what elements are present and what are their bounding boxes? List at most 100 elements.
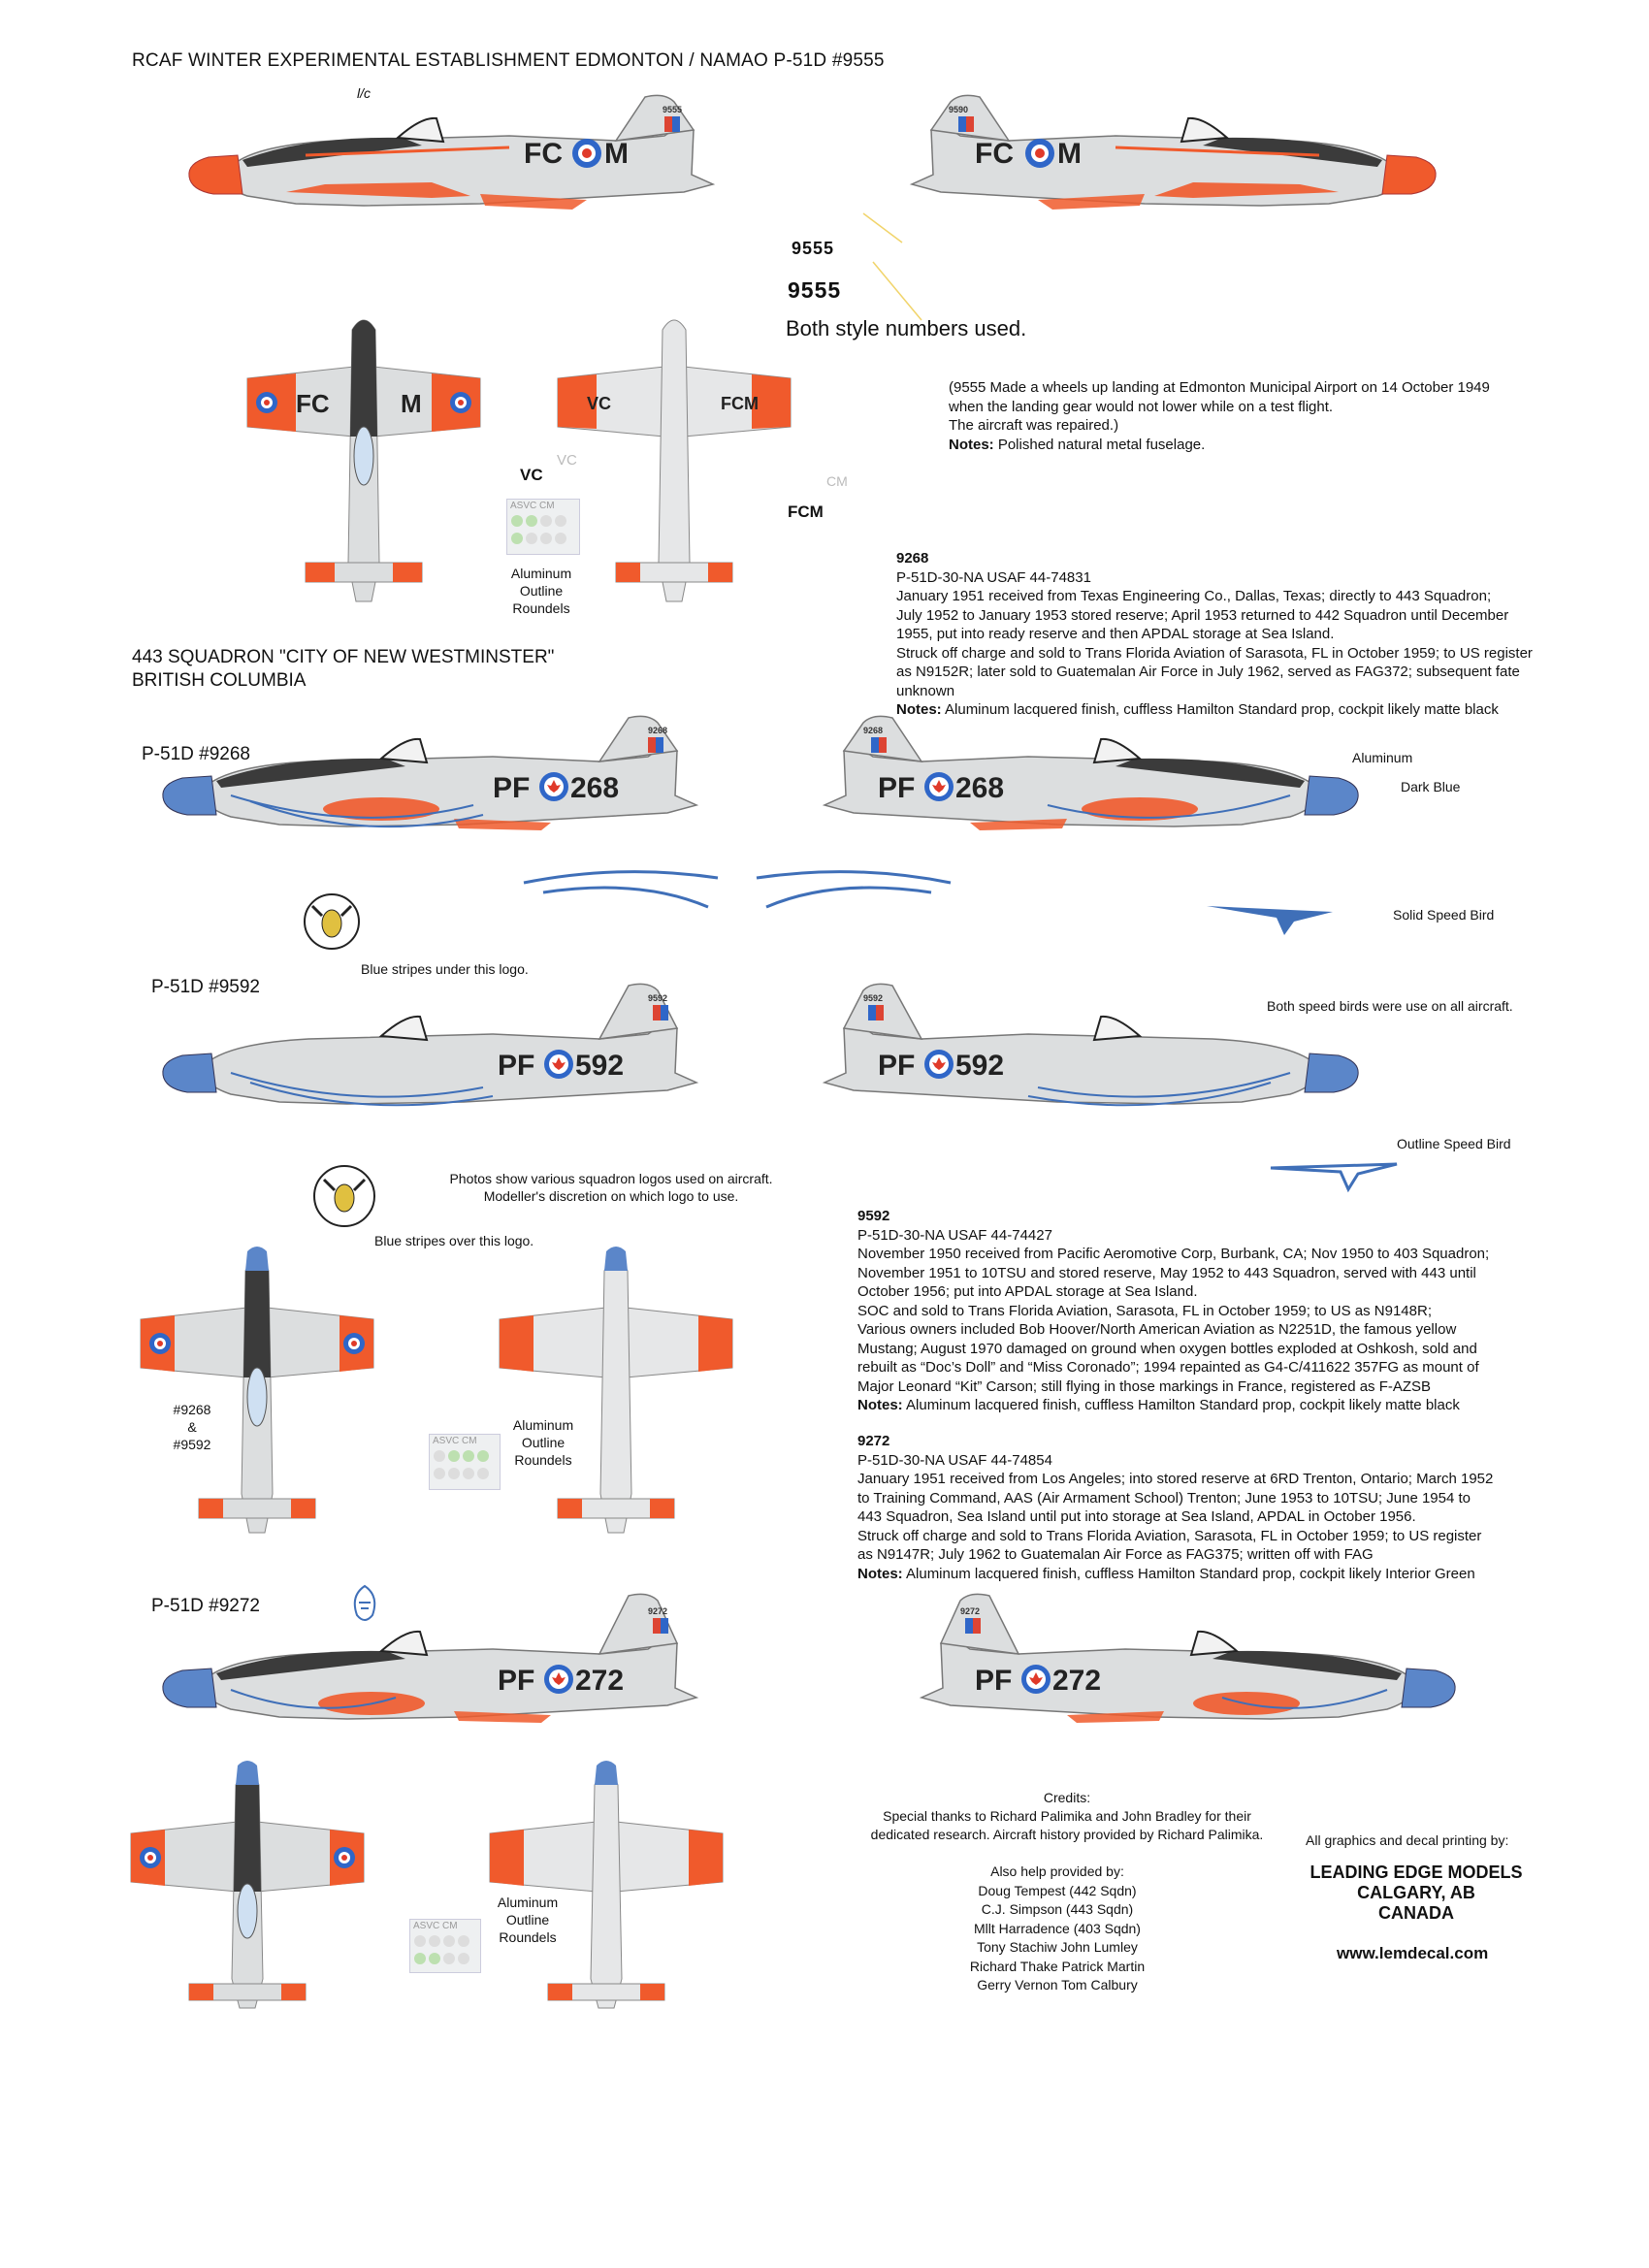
asvc-label: ASVC CM (510, 501, 555, 511)
label-9272: P-51D #9272 (151, 1596, 260, 1616)
history-line: July 1952 to January 1953 stored reserve… (896, 606, 1509, 624)
graphics-credit: All graphics and decal printing by: (1306, 1832, 1509, 1848)
aircraft-9272-left-profile: 9272 PF 272 (162, 1593, 699, 1723)
roundel-label-9272: Aluminum Outline Roundels (479, 1894, 576, 1946)
history-line: January 1951 received from Los Angeles; … (857, 1471, 1494, 1487)
history-line: Major Leonard “Kit” Carson; still flying… (857, 1377, 1432, 1395)
code-pf-9592-right: PF (878, 1050, 915, 1082)
aircraft-9555-top-view: FC M (246, 319, 481, 602)
label-aluminum: Aluminum (1352, 750, 1413, 765)
aircraft-9268-9592-under-view (499, 1247, 733, 1534)
tail-serial-9268-right: 9268 (863, 726, 883, 735)
history-line: as N9152R; later sold to Guatemalan Air … (896, 664, 1520, 680)
history-model: P-51D-30-NA USAF 44-74854 (857, 1451, 1052, 1469)
roundel-9555-right (1025, 139, 1054, 168)
history-line: when the landing gear would not lower wh… (949, 398, 1334, 415)
notes-text: Polished natural metal fuselage. (993, 436, 1206, 453)
history-line: November 1951 to 10TSU and stored reserv… (857, 1264, 1476, 1281)
helpers-block: Also help provided by: Doug Tempest (442… (922, 1863, 1193, 1995)
code-pf-9272-left: PF (498, 1665, 534, 1697)
squadron-logo-small-icon (353, 1584, 376, 1621)
notes-label: Notes: (857, 1565, 903, 1582)
roundel-label-line: Aluminum (510, 566, 572, 581)
roundel-swatches (511, 515, 566, 544)
roundel-label-9592: Aluminum Outline Roundels (495, 1416, 592, 1469)
code-fc-right: FC (975, 138, 1014, 170)
helper-line: Tony Stachiw John Lumley (977, 1939, 1138, 1955)
tail-serial-9272-left: 9272 (648, 1606, 667, 1616)
history-line: Various owners included Bob Hoover/North… (857, 1321, 1457, 1338)
notes-label: Notes: (857, 1397, 903, 1413)
page-title: RCAF WINTER EXPERIMENTAL ESTABLISHMENT E… (132, 50, 885, 71)
code-268-left: 268 (570, 772, 619, 804)
plan-label-9268-9592: #9268 & #9592 (163, 1401, 221, 1453)
aircraft-9555-right-profile: 9590 FC M (909, 94, 1437, 210)
roundel-9268-left (539, 772, 568, 801)
code-272-left: 272 (575, 1665, 624, 1697)
history-line: Struck off charge and sold to Trans Flor… (857, 1527, 1482, 1544)
roundel-swatches (434, 1450, 489, 1479)
squadron-line: 443 SQUADRON "CITY OF NEW WESTMINSTER" (132, 647, 555, 667)
roundel-label-line: Aluminum (512, 1417, 574, 1433)
squadron-logo-alt-icon (313, 1165, 375, 1227)
credits-heading: Credits: (1043, 1790, 1091, 1805)
code-272-right: 272 (1052, 1665, 1101, 1697)
roundel-swatches (414, 1935, 469, 1964)
label-dark-blue: Dark Blue (1401, 779, 1461, 794)
aircraft-9272-under-view (489, 1761, 724, 2009)
aircraft-9592-left-profile: 9592 PF 592 (162, 983, 699, 1107)
history-line: January 1951 received from Texas Enginee… (896, 588, 1492, 604)
helper-line: Richard Thake Patrick Martin (969, 1958, 1146, 1974)
history-line: rebuilt as “Doc’s Doll” and “Miss Corona… (857, 1359, 1479, 1376)
history-line: November 1950 received from Pacific Aero… (857, 1246, 1490, 1262)
label-fcm: FCM (788, 502, 824, 521)
both-styles-note: Both style numbers used. (786, 316, 1027, 340)
aircraft-9272-top-view (130, 1761, 365, 2009)
history-line: Mustang; August 1970 damaged on ground w… (857, 1340, 1477, 1357)
under-wing-code-vc: VC (587, 394, 611, 413)
credits-line: dedicated research. Aircraft history pro… (870, 1827, 1264, 1842)
aircraft-9268-left-profile: 9268 PF 268 (162, 715, 699, 830)
asvc-label: ASVC CM (433, 1436, 477, 1446)
code-592-left: 592 (575, 1050, 624, 1082)
under-wing-code-fcm: FCM (721, 394, 759, 413)
history-9268: 9268 P-51D-30-NA USAF 44-74831 January 1… (896, 549, 1604, 720)
aircraft-9592-right-profile: 9592 PF 592 (822, 983, 1359, 1107)
code-268-right: 268 (955, 772, 1004, 804)
roundel-label-line: Outline (519, 583, 564, 599)
notes-text: Aluminum lacquered finish, cuffless Hami… (902, 1397, 1460, 1413)
company-name: LEADING EDGE MODELS (1310, 1863, 1523, 1882)
photos-note-line: Modeller's discretion on which logo to u… (483, 1188, 739, 1204)
history-id: 9268 (896, 550, 929, 567)
tiny-label: l/c (357, 85, 371, 101)
tail-serial-9555-right: 9590 (949, 105, 968, 114)
history-9592: 9592 P-51D-30-NA USAF 44-74427 November … (857, 1207, 1614, 1415)
history-line: to Training Command, AAS (Air Armament S… (857, 1489, 1471, 1507)
code-pf-right: PF (878, 772, 915, 804)
helper-line: Mllt Harradence (403 Sqdn) (974, 1920, 1141, 1936)
photos-note: Photos show various squadron logos used … (417, 1170, 805, 1205)
history-line: 1955, put into ready reserve and then AP… (896, 626, 1335, 642)
label-vc-grey: VC (557, 452, 577, 469)
history-9555: (9555 Made a wheels up landing at Edmont… (949, 378, 1569, 454)
aircraft-9555-under-view: VC FCM (557, 319, 792, 602)
photos-note-line: Photos show various squadron logos used … (449, 1171, 773, 1186)
history-line: October 1956; put into APDAL storage at … (857, 1283, 1198, 1300)
roundel-label-line: Roundels (514, 1452, 572, 1468)
serial-callout-lines (862, 212, 922, 321)
history-id: 9272 (857, 1433, 890, 1449)
company-block: LEADING EDGE MODELS CALGARY, AB CANADA (1300, 1863, 1533, 1924)
outline-speed-bird-icon (1270, 1162, 1398, 1193)
aircraft-9268-right-profile: 9268 PF 268 (822, 715, 1359, 830)
aircraft-9268-9592-top-view (140, 1247, 374, 1534)
history-model: P-51D-30-NA USAF 44-74831 (896, 568, 1091, 586)
tail-serial-9272-right: 9272 (960, 1606, 980, 1616)
roundel-label-line: Roundels (512, 600, 570, 616)
company-url-link[interactable]: www.lemdecal.com (1337, 1944, 1489, 1962)
label-solid-speed-bird: Solid Speed Bird (1393, 907, 1495, 923)
tail-serial-9268-left: 9268 (648, 726, 667, 735)
tail-serial-9592-right: 9592 (863, 993, 883, 1003)
credits-line: Special thanks to Richard Palimika and J… (883, 1808, 1251, 1824)
roundel-9555-left (572, 139, 601, 168)
asvc-decal-sheet-9592: ASVC CM (429, 1434, 501, 1490)
